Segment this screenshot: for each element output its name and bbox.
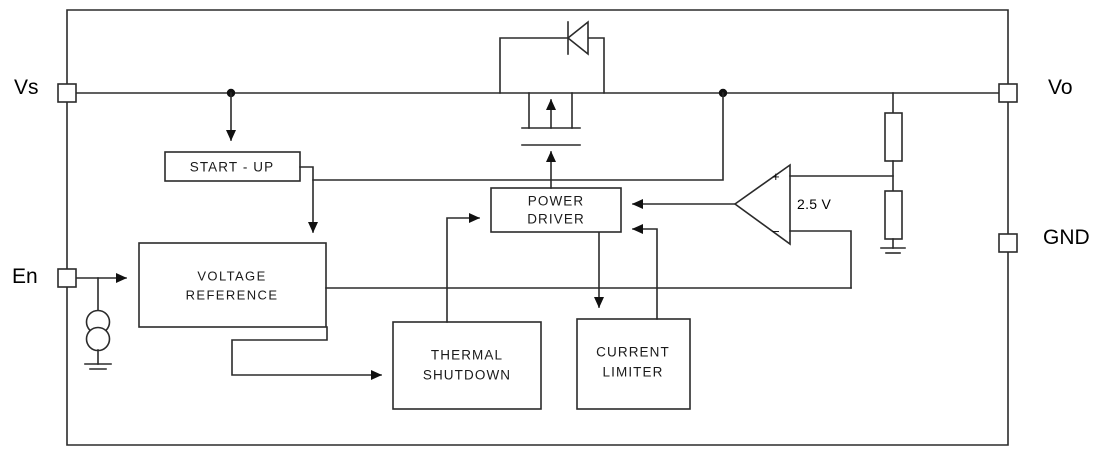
block-label-thermal-shutdown-line2: SHUTDOWN [423, 368, 511, 383]
pin-label-gnd: GND [1043, 226, 1090, 249]
wire-limiter-to-driver [632, 224, 658, 320]
amp-minus-sign: − [772, 224, 780, 239]
block-label-current-limiter-line1: CURRENT [596, 345, 670, 360]
pin-terminal-vs[interactable] [57, 83, 77, 103]
ground-symbol-enable [84, 363, 112, 370]
pin-label-vo: Vo [1048, 76, 1073, 99]
body-diode [499, 20, 605, 94]
wire-startup-to-vref [299, 166, 318, 233]
block-voltage-reference [138, 242, 327, 328]
wire-amp-minus-input [789, 230, 852, 289]
block-label-power-driver-line1: POWER [528, 194, 585, 209]
block-label-voltage-reference-line2: REFERENCE [186, 287, 279, 302]
pin-label-en: En [12, 265, 38, 288]
block-label-thermal-shutdown-line1: THERMAL [431, 348, 503, 363]
feedback-resistor-lower [884, 190, 903, 240]
ground-symbol-divider [880, 247, 906, 254]
block-thermal-shutdown [392, 321, 542, 410]
block-current-limiter [576, 318, 691, 410]
enable-current-source [85, 309, 111, 365]
pin-terminal-gnd[interactable] [998, 233, 1018, 253]
pass-transistor [521, 92, 581, 146]
amp-plus-sign: + [772, 169, 780, 184]
block-label-power-driver-line2: DRIVER [527, 212, 585, 227]
block-label-voltage-reference-line1: VOLTAGE [197, 268, 266, 283]
block-label-start-up: START - UP [190, 160, 275, 175]
wire-sense-feed-rail [312, 92, 724, 181]
block-power-driver [490, 187, 622, 233]
reference-voltage-label: 2.5 V [797, 196, 832, 212]
pin-terminal-en[interactable] [57, 268, 77, 288]
feedback-divider [884, 92, 903, 249]
pin-label-vs: Vs [14, 76, 39, 99]
chip-outline [66, 9, 1009, 446]
wire-thermal-to-driver [446, 213, 480, 323]
amplifier-labels: + − 2.5 V [772, 169, 832, 239]
feedback-resistor-upper [884, 112, 903, 162]
pin-terminal-vo[interactable] [998, 83, 1018, 103]
block-label-current-limiter-line2: LIMITER [603, 365, 664, 380]
error-amplifier [733, 163, 791, 246]
block-labels: START - UP VOLTAGE REFERENCE POWER DRIVE… [186, 160, 670, 383]
wire-vref-to-thermal [231, 326, 382, 380]
